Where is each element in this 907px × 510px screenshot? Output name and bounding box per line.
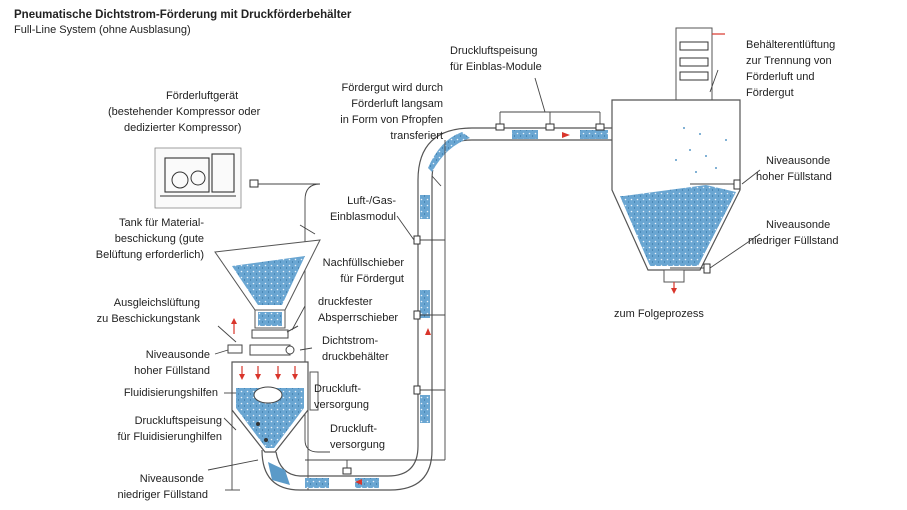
label-dl-fluid-2: für Fluidisierunghilfen xyxy=(117,431,222,443)
label-foerderluft-3: dedizierter Kompressor) xyxy=(124,122,241,134)
label-nachfuell-2: für Fördergut xyxy=(340,273,404,285)
label-foerdergut-1: Fördergut wird durch xyxy=(342,82,444,94)
label-entlueft-1: Behälterentlüftung xyxy=(746,39,835,51)
label-tank-2: beschickung (gute xyxy=(115,233,204,245)
label-nachfuell-1: Nachfüllschieber xyxy=(323,257,405,269)
label-ausgleich-2: zu Beschickungstank xyxy=(97,313,201,325)
label-niveau-nied-right-1: Niveausonde xyxy=(766,219,830,231)
label-niveau-nied-left-2: niedriger Füllstand xyxy=(118,489,209,501)
label-niveau-hoch-right-1: Niveausonde xyxy=(766,155,830,167)
feed-tank xyxy=(214,239,321,329)
label-ausgleich-1: Ausgleichslüftung xyxy=(114,297,200,309)
label-tank-3: Belüftung erforderlich) xyxy=(96,249,204,261)
label-tank-1: Tank für Material- xyxy=(119,217,204,229)
label-sperr-2: Absperrschieber xyxy=(318,312,398,324)
diagram-subtitle: Full-Line System (ohne Ausblasung) xyxy=(14,24,191,36)
label-einblas-2: für Einblas-Module xyxy=(450,61,542,73)
label-foerdergut-2: Förderluft langsam xyxy=(351,98,443,110)
label-luftgas-2: Einblasmodul xyxy=(330,211,396,223)
labels: Förderluftgerät (bestehender Kompressor … xyxy=(96,39,839,501)
label-niveau-hoch-right-2: hoher Füllstand xyxy=(756,171,832,183)
label-dichtstrom-2: druckbehälter xyxy=(322,351,389,363)
label-dl-vers-1-1: Druckluft- xyxy=(314,383,361,395)
label-dl-vers-2-2: versorgung xyxy=(330,439,385,451)
label-entlueft-3: Förderluft und xyxy=(746,71,814,83)
label-foerdergut-3: in Form von Pfropfen xyxy=(340,114,443,126)
label-folgeprozess: zum Folgeprozess xyxy=(614,308,704,320)
label-niveau-hoch-left-1: Niveausonde xyxy=(146,349,210,361)
label-dl-vers-1-2: versorgung xyxy=(314,399,369,411)
label-foerdergut-4: transferiert xyxy=(390,130,443,142)
receiving-vessel xyxy=(611,27,741,294)
label-niveau-hoch-left-2: hoher Füllstand xyxy=(134,365,210,377)
label-foerderluft-1: Förderluftgerät xyxy=(166,90,238,102)
label-fluid: Fluidisierungshilfen xyxy=(124,387,218,399)
label-dl-vers-2-1: Druckluft- xyxy=(330,423,377,435)
label-luftgas-1: Luft-/Gas- xyxy=(347,195,396,207)
diagram-title: Pneumatische Dichtstrom-Förderung mit Dr… xyxy=(14,9,352,21)
compressor xyxy=(154,147,320,209)
label-foerderluft-2: (bestehender Kompressor oder xyxy=(108,106,261,118)
label-entlueft-4: Fördergut xyxy=(746,87,794,99)
label-niveau-nied-right-2: niedriger Füllstand xyxy=(748,235,839,247)
label-entlueft-2: zur Trennung von xyxy=(746,55,832,67)
label-niveau-nied-left-1: Niveausonde xyxy=(140,473,204,485)
pressure-vessel xyxy=(225,361,319,491)
label-sperr-1: druckfester xyxy=(318,296,373,308)
label-dichtstrom-1: Dichtstrom- xyxy=(322,335,379,347)
blow-in-modules xyxy=(305,111,605,475)
label-einblas-1: Druckluftspeisung xyxy=(450,45,537,57)
leader-lines xyxy=(207,69,761,471)
label-dl-fluid-1: Druckluftspeisung xyxy=(135,415,222,427)
